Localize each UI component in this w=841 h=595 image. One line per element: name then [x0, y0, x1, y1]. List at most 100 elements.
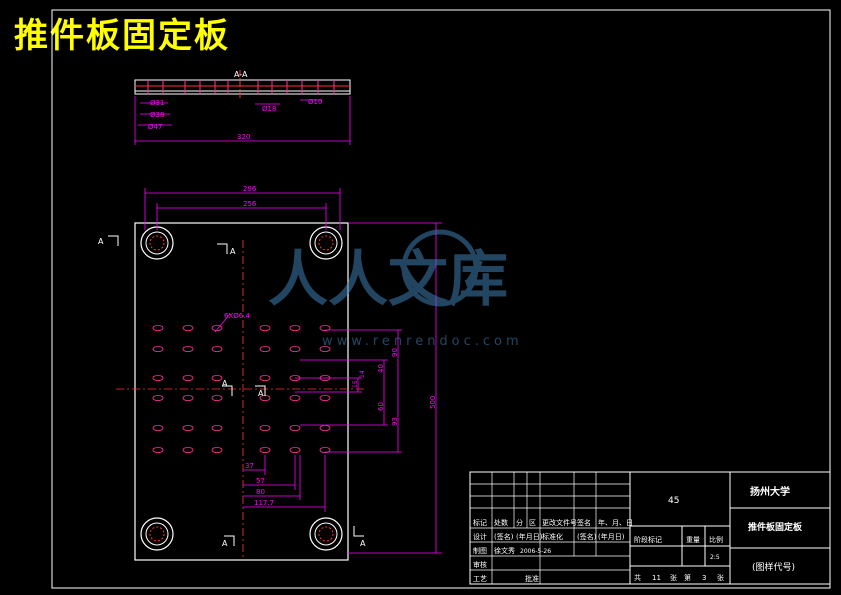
dim-d38: Ø38: [150, 111, 164, 119]
plate-outline: [134, 222, 349, 561]
cut-label-3: A: [222, 379, 228, 388]
dim-117-7: 117.7: [254, 499, 274, 507]
dim-40: 40: [377, 364, 385, 373]
tb-sheet-n: 3: [702, 574, 706, 582]
small-hole: [211, 424, 223, 431]
dim-500: 500: [429, 396, 437, 409]
guide-bushings: [140, 226, 343, 551]
dim-296: 296: [243, 185, 257, 193]
tb-design: 设计: [473, 532, 487, 541]
small-hole: [259, 324, 271, 331]
tb-approve: 批准: [525, 574, 539, 583]
dim-d31: Ø31: [150, 99, 164, 107]
tb-school: 扬州大学: [750, 485, 790, 498]
small-hole: [319, 324, 331, 331]
tb-review: 审核: [473, 560, 487, 569]
title-block-text: 标记 处数 分 区 更改文件号 签名 年、月、日 设计 (签名) (年月日) 标…: [473, 485, 803, 583]
small-hole: [289, 446, 301, 453]
tb-label-zone: 区: [529, 519, 536, 527]
dim-80: 80: [256, 488, 265, 496]
section-cut-marks: [108, 235, 364, 546]
small-hole: [182, 345, 194, 352]
small-hole: [182, 374, 194, 381]
small-hole: [152, 345, 164, 352]
small-hole: [289, 324, 301, 331]
small-hole: [211, 374, 223, 381]
dim-256: 256: [243, 200, 257, 208]
small-hole: [182, 424, 194, 431]
dim-320: 320: [237, 133, 250, 141]
dim-d47: Ø47: [148, 123, 162, 131]
dim-60: 60: [377, 402, 385, 411]
tb-draw: 制图: [473, 546, 487, 555]
small-hole: [152, 446, 164, 453]
tb-label-div: 分: [516, 518, 523, 527]
small-hole: [152, 324, 164, 331]
tb-signed2: (签名): [577, 532, 597, 541]
small-hole: [259, 345, 271, 352]
dim-90: 90: [391, 348, 399, 357]
small-hole: [182, 394, 194, 401]
small-hole: [289, 394, 301, 401]
dim-57: 57: [256, 477, 265, 485]
small-hole: [152, 394, 164, 401]
small-hole: [182, 324, 194, 331]
tb-drawing-no: (图样代号): [752, 561, 795, 573]
page-title: 推件板固定板: [14, 16, 230, 56]
cut-label-4: A: [258, 389, 264, 398]
tb-std: 标准化: [542, 532, 563, 541]
tb-sheet-label: 第: [684, 573, 691, 582]
dim-15: 15: [352, 380, 359, 388]
tb-scale-val: 2:5: [710, 554, 720, 561]
dim-14: 14: [359, 370, 366, 378]
tb-label-change: 更改文件号: [542, 518, 577, 527]
tb-label-date: 年、月、日: [598, 518, 633, 527]
tb-label-sign: 签名: [577, 518, 591, 527]
tb-weight: 重量: [686, 536, 700, 544]
watermark-text: 人人文库: [268, 245, 508, 315]
tb-label-count: 处数: [494, 518, 508, 527]
cut-label-5: A: [222, 539, 228, 548]
section-label: A-A: [234, 70, 248, 79]
small-hole: [152, 424, 164, 431]
tb-stage-mark: 阶段标记: [634, 535, 662, 544]
tb-total: 共: [634, 573, 641, 582]
tb-sheets: 张: [670, 573, 677, 582]
dim-d18: Ø18: [262, 105, 276, 113]
small-hole: [211, 345, 223, 352]
tb-craft: 工艺: [473, 575, 487, 583]
tb-signed1: (签名): [494, 532, 514, 541]
small-hole: [152, 374, 164, 381]
small-hole: [319, 446, 331, 453]
small-hole: [182, 446, 194, 453]
tb-label-mark: 标记: [473, 518, 487, 527]
small-hole: [211, 394, 223, 401]
dim-37: 37: [245, 462, 254, 470]
small-hole: [211, 446, 223, 453]
small-hole: [289, 345, 301, 352]
plate-dimensions: [144, 188, 442, 554]
dim-d10: Ø10: [308, 98, 322, 106]
section-dimensions: [134, 96, 351, 145]
watermark-logo-ring: [401, 229, 479, 307]
centerlines: [116, 240, 365, 560]
tb-scale: 比例: [709, 535, 723, 544]
watermark-url: www.renrendoc.com: [322, 334, 523, 349]
cut-label-1: A: [98, 237, 104, 246]
small-hole: [319, 345, 331, 352]
small-hole: [259, 374, 271, 381]
small-hole: [259, 424, 271, 431]
tb-total-n: 11: [652, 574, 661, 582]
drawing-frame: [51, 9, 831, 589]
tb-date3: 2006-5-26: [520, 548, 551, 555]
cut-label-2: A: [230, 247, 236, 256]
cut-label-6: A: [360, 539, 366, 548]
small-hole: [319, 394, 331, 401]
small-hole: [211, 324, 223, 331]
tb-sheet-suffix: 张: [717, 573, 724, 582]
small-hole: [319, 424, 331, 431]
small-hole: [259, 446, 271, 453]
tb-material: 45: [668, 496, 679, 506]
tb-date2: (年月日): [598, 532, 625, 541]
